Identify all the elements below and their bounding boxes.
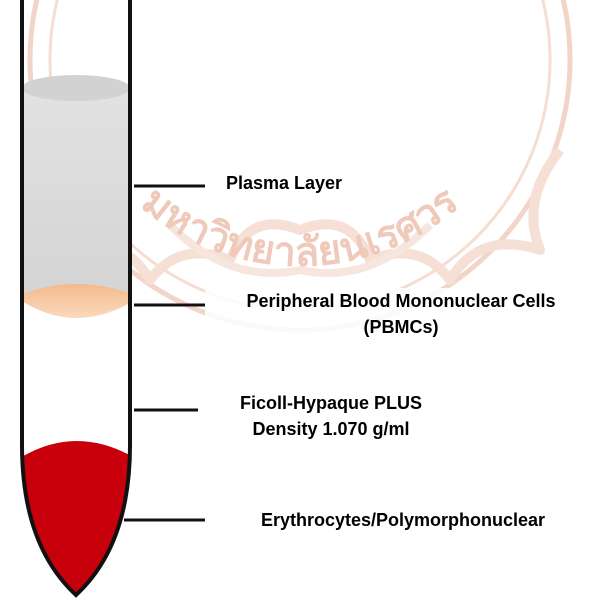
- plasma-top-surface: [22, 75, 130, 101]
- plasma-layer: [20, 88, 135, 298]
- label-pbmc-line1: Peripheral Blood Mononuclear Cells: [205, 288, 597, 314]
- label-erythrocytes: Erythrocytes/Polymorphonuclear: [208, 507, 598, 533]
- label-erythrocytes-text: Erythrocytes/Polymorphonuclear: [208, 507, 598, 533]
- tube-contents: [20, 75, 135, 600]
- label-plasma-text: Plasma Layer: [205, 170, 363, 196]
- label-pbmc-line2: (PBMCs): [205, 314, 597, 340]
- label-pbmc: Peripheral Blood Mononuclear Cells (PBMC…: [205, 288, 597, 340]
- label-ficoll-line2: Density 1.070 g/ml: [200, 416, 462, 442]
- erythrocyte-layer: [20, 441, 135, 600]
- label-ficoll: Ficoll-Hypaque PLUS Density 1.070 g/ml: [200, 390, 462, 442]
- label-plasma-layer: Plasma Layer: [205, 170, 363, 196]
- label-ficoll-line1: Ficoll-Hypaque PLUS: [200, 390, 462, 416]
